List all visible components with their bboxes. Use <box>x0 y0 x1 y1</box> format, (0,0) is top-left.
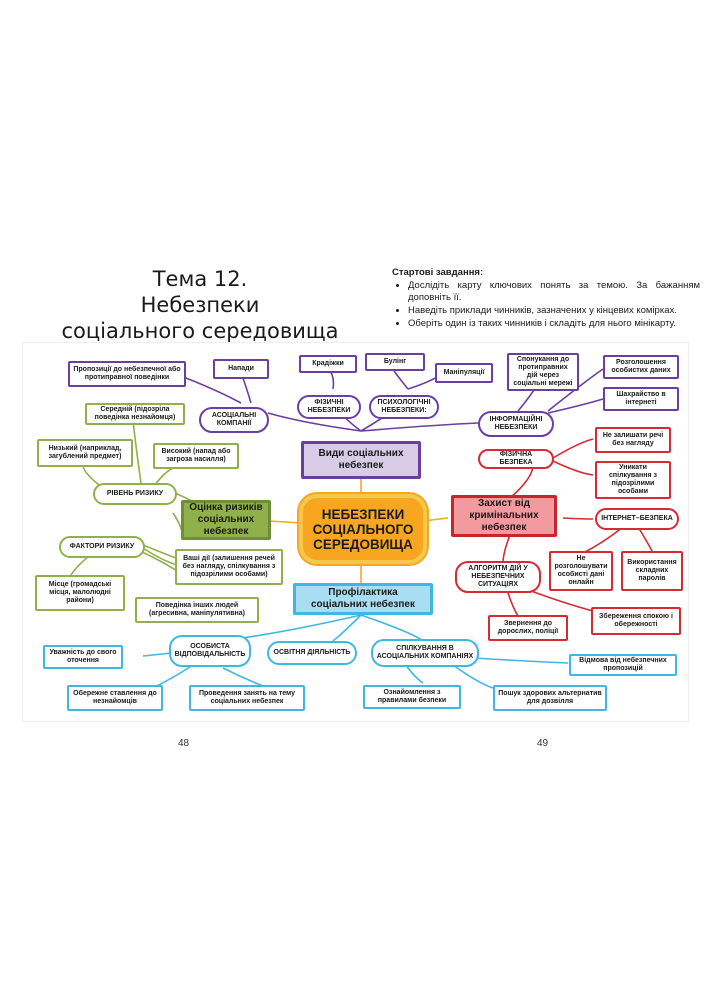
box-calm: Збереження спокою і обережності <box>591 607 681 635</box>
box-passwords: Використання складних паролів <box>621 551 683 591</box>
box-nodisclose: Не розголошувати особисті дані онлайн <box>549 551 613 591</box>
node-algorithm: АЛГОРИТМ ДІЙ У НЕБЕЗПЕЧНИХ СИТУАЦІЯХ <box>455 561 541 593</box>
box-thefts: Крадіжки <box>299 355 357 373</box>
title-line-2: Небезпеки <box>140 293 260 317</box>
task-item: Наведіть приклади чинників, зазначених у… <box>408 305 700 317</box>
page-number-left: 48 <box>178 738 190 749</box>
node-communication: СПІЛКУВАННЯ В АСОЦІАЛЬНИХ КОМПАНІЯХ <box>371 639 479 667</box>
node-level: РІВЕНЬ РИЗИКУ <box>93 483 177 505</box>
starter-tasks: Стартові завдання: Дослідіть карту ключо… <box>392 267 700 331</box>
node-responsibility: ОСОБИСТА ВІДПОВІДАЛЬНІСТЬ <box>169 635 251 667</box>
box-disclosure: Розголошення особистих даних <box>603 355 679 379</box>
title-line-3: соціального середовища <box>61 319 339 343</box>
page-number-right: 49 <box>537 738 549 749</box>
box-others: Поведінка інших людей (агресивна, маніпу… <box>135 597 259 623</box>
node-asocial: АСОЦІАЛЬНІ КОМПАНІЇ <box>199 407 269 433</box>
header-prevention: Профілактика соціальних небезпек <box>293 583 433 615</box>
box-attacks: Напади <box>213 359 269 379</box>
box-proposals: Пропозиції до небезпечної або протиправн… <box>68 361 186 387</box>
box-avoid: Уникати спілкування з підозрілими особам… <box>595 461 671 499</box>
box-manipulation: Маніпуляції <box>435 363 493 383</box>
header-protection: Захист від кримінальних небезпек <box>451 495 557 537</box>
node-internet: ІНТЕРНЕТ–БЕЗПЕКА <box>595 508 679 530</box>
box-refusal: Відмова від небезпечних пропозицій <box>569 654 677 676</box>
task-item: Дослідіть карту ключових понять за темою… <box>408 280 700 304</box>
box-careful: Обережне ставлення до незнайомців <box>67 685 163 711</box>
node-info: ІНФОРМАЦІЙНІ НЕБЕЗПЕКИ <box>478 411 554 437</box>
box-fraud: Шахрайство в інтернеті <box>603 387 679 411</box>
box-high: Високий (напад або загроза насилля) <box>153 443 239 469</box>
box-unattended: Не залишати речі без нагляду <box>595 427 671 453</box>
box-place: Місце (громадські місця, малолюдні район… <box>35 575 125 611</box>
box-lessons: Проведення занять на тему соціальних неб… <box>189 685 305 711</box>
node-physical: ФІЗИЧНІ НЕБЕЗПЕКИ <box>297 395 361 419</box>
node-education: ОСВІТНЯ ДІЯЛЬНІСТЬ <box>267 641 357 665</box>
tasks-list: Дослідіть карту ключових понять за темою… <box>392 280 700 330</box>
concept-map: Пропозиції до небезпечної або протиправн… <box>23 343 688 721</box>
header-risk: Оцінка ризиків соціальних небезпек <box>181 500 271 540</box>
title-line-1: Тема 12. <box>152 267 248 291</box>
box-alternatives: Пошук здорових альтернатив для дозвілля <box>493 685 607 711</box>
box-actions: Ваші дії (залишення речей без нагляду, с… <box>175 549 283 585</box>
tasks-heading: Стартові завдання: <box>392 267 484 278</box>
box-rules: Ознайомлення з правилами безпеки <box>363 685 461 709</box>
header-types: Види соціальних небезпек <box>301 441 421 479</box>
node-psych: ПСИХОЛОГІЧНІ НЕБЕЗПЕКИ: <box>369 395 439 419</box>
center-node: НЕБЕЗПЕКИ СОЦІАЛЬНОГО СЕРЕДОВИЩА <box>299 494 427 564</box>
node-phys-safety: ФІЗИЧНА БЕЗПЕКА <box>478 449 554 469</box>
box-bullying: Булінг <box>365 353 425 371</box>
page-title: Тема 12. Небезпеки соціального середовищ… <box>30 266 370 344</box>
box-medium: Середній (підозріла поведінка незнайомця… <box>85 403 185 425</box>
box-incitement: Спонукання до протиправних дій через соц… <box>507 353 579 391</box>
box-attention: Уважність до свого оточення <box>43 645 123 669</box>
box-low: Низький (наприклад, загублений предмет) <box>37 439 133 467</box>
box-adults: Звернення до дорослих, поліції <box>488 615 568 641</box>
node-factors: ФАКТОРИ РИЗИКУ <box>59 536 145 558</box>
task-item: Оберіть один із таких чинників і складіт… <box>408 318 700 330</box>
